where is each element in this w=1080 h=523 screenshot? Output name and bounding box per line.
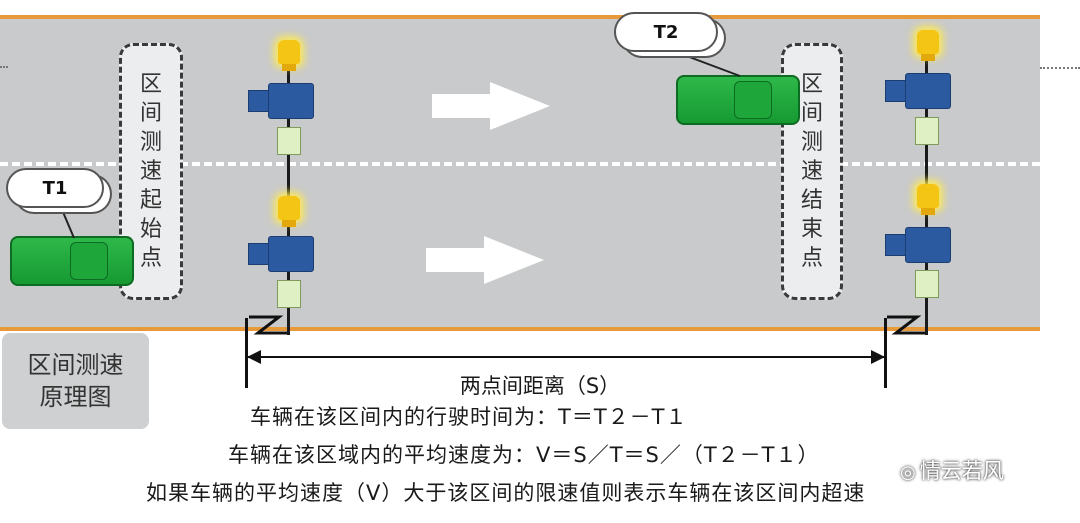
car-cabin	[734, 81, 772, 119]
sensor-icon	[915, 270, 939, 298]
wechat-icon: ◎	[900, 462, 916, 483]
car-cabin	[70, 242, 108, 280]
lamp-base	[921, 208, 935, 215]
legend-line: 区间测速	[27, 351, 124, 379]
lane-divider	[0, 162, 1040, 166]
end-zone-char: 束	[800, 217, 823, 242]
camera-icon	[905, 227, 951, 263]
distance-label: 两点间距离（S）	[459, 374, 621, 398]
start-zone-char: 始	[139, 217, 162, 242]
end-zone-char: 间	[800, 101, 823, 126]
sensor-icon	[277, 127, 301, 155]
start-zone-char: 速	[139, 159, 162, 184]
distance-dimension-line	[247, 356, 885, 358]
legend-line: 原理图	[39, 383, 112, 411]
lamp-base	[282, 220, 296, 227]
start-zone-char: 测	[139, 130, 162, 155]
sensor-icon	[915, 117, 939, 145]
car-icon	[10, 236, 134, 286]
lamp-base	[921, 54, 935, 61]
lamp-icon	[278, 40, 300, 64]
average-speed-text: 车辆在该区域内的平均速度为：V＝S／T＝S／（T２－T１）	[228, 443, 820, 467]
t1-label: T1	[42, 177, 68, 199]
road-extension-left	[0, 66, 8, 68]
dimension-tick-left	[245, 318, 248, 388]
start-bracket	[249, 315, 287, 335]
start-zone-char: 点	[139, 246, 162, 271]
camera-icon	[268, 83, 314, 119]
cloud-icon: T2	[614, 12, 718, 52]
arrow-head	[490, 82, 550, 130]
camera-icon	[268, 236, 314, 272]
start-zone-char: 起	[139, 188, 162, 213]
lamp-base	[282, 64, 296, 71]
watermark: ◎情云若风	[900, 455, 1004, 485]
start-zone-char: 区	[139, 72, 162, 97]
arrow-head	[484, 236, 544, 284]
camera-icon	[905, 73, 951, 109]
cloud-icon: T1	[6, 168, 104, 208]
lamp-icon	[917, 184, 939, 208]
end-zone-char: 速	[800, 159, 823, 184]
end-zone-char: 测	[800, 130, 823, 155]
arrow-right-icon	[426, 248, 486, 272]
sensor-icon	[277, 280, 301, 308]
end-zone-char: 区	[800, 72, 823, 97]
dimension-tick-right	[884, 318, 887, 388]
end-zone-char: 点	[800, 246, 823, 271]
end-bracket	[887, 315, 925, 335]
road-extension-right	[1040, 67, 1080, 69]
t2-label: T2	[653, 21, 679, 43]
conclusion-text: 如果车辆的平均速度（V）大于该区间的限速值则表示车辆在该区间内超速	[146, 481, 866, 505]
travel-time-text: 车辆在该区间内的行驶时间为：T＝T２－T１	[250, 405, 688, 429]
legend-box: 区间测速 原理图	[2, 333, 149, 429]
t2-callout-line	[675, 51, 741, 77]
lamp-icon	[278, 196, 300, 220]
lamp-icon	[917, 30, 939, 54]
watermark-text: 情云若风	[919, 459, 1004, 483]
t1-callout-line	[59, 204, 75, 239]
dimension-arrow-right	[871, 350, 885, 364]
start-zone-char: 间	[139, 101, 162, 126]
end-zone-char: 结	[800, 188, 823, 213]
start-gantry-pole	[287, 45, 290, 335]
arrow-right-icon	[432, 94, 492, 118]
dimension-arrow-left	[247, 350, 261, 364]
